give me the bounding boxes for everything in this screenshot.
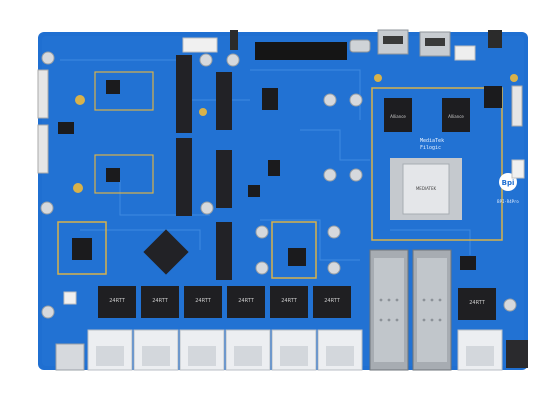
usb-a-port-tab xyxy=(383,36,403,44)
model-label: BPI-R4Pro xyxy=(497,199,519,204)
top-connectors xyxy=(182,29,502,61)
svg-text:24RTT: 24RTT xyxy=(109,298,125,304)
bottom-left-usb-port xyxy=(55,343,85,371)
sfp-cage-2 xyxy=(412,249,452,371)
left-white-connector xyxy=(63,291,77,305)
white-jst-connector xyxy=(182,37,218,53)
left-chip xyxy=(58,122,74,134)
chip-lower xyxy=(106,168,120,182)
m2-module-area-lower xyxy=(94,154,154,194)
reset-button xyxy=(230,30,238,50)
soc-label-line2: Filogic xyxy=(420,145,441,151)
ram-label-right: Alliance xyxy=(448,114,464,119)
sfp-chip xyxy=(460,256,476,270)
svg-text:24RTT: 24RTT xyxy=(324,298,340,304)
gpio-header xyxy=(255,42,347,60)
left-fpc-connector-2 xyxy=(37,124,49,174)
ram-chip-right xyxy=(442,98,470,132)
emmc-chip xyxy=(72,238,92,260)
m2-slot-5 xyxy=(216,222,232,280)
svg-text:24RTT: 24RTT xyxy=(469,300,485,306)
m2-slot-3 xyxy=(216,72,232,130)
gold-outline-upper xyxy=(94,71,154,111)
emmc-module xyxy=(57,221,107,275)
m2-slot-4 xyxy=(216,150,232,208)
svg-text:24RTT: 24RTT xyxy=(195,298,211,304)
left-fpc-connector xyxy=(37,69,49,119)
m2-slot-1 xyxy=(176,55,192,133)
side-chip xyxy=(484,86,502,108)
center-chip-1 xyxy=(262,88,278,110)
phy-chip xyxy=(288,248,306,266)
ram-label-left: Alliance xyxy=(390,114,406,119)
m2-module-area-upper xyxy=(94,71,154,111)
right-white-connector xyxy=(511,159,525,179)
m2-slot-2 xyxy=(176,138,192,216)
soc-die xyxy=(402,163,450,215)
bottom-right-dc-jack xyxy=(506,340,528,368)
magnetics-row xyxy=(98,286,496,320)
soc-chip-label: MEDIATEK xyxy=(416,186,437,191)
center-chip-2 xyxy=(268,160,280,176)
phy-module xyxy=(271,221,317,279)
usb-a-port-2-tab xyxy=(425,38,445,46)
chip-upper xyxy=(106,80,120,94)
brand-label: Bpi xyxy=(502,179,515,187)
svg-text:24RTT: 24RTT xyxy=(152,298,168,304)
standoffs xyxy=(40,51,517,319)
soc-label-line1: MediaTek xyxy=(420,138,444,144)
svg-text:24RTT: 24RTT xyxy=(281,298,297,304)
right-fpc-connector xyxy=(511,85,523,127)
top-right-header xyxy=(488,30,502,48)
svg-text:24RTT: 24RTT xyxy=(238,298,254,304)
magnetics-labels: 24RTT 24RTT 24RTT 24RTT 24RTT 24RTT 24RT… xyxy=(109,298,485,306)
sfp-cage-1 xyxy=(369,249,409,371)
usb-c-port xyxy=(349,39,371,53)
gold-outline-lower xyxy=(94,154,154,194)
soc-area-outline xyxy=(371,87,503,241)
ram-chip-left xyxy=(384,98,412,132)
power-connector xyxy=(454,45,476,61)
rj45-openings xyxy=(96,346,494,366)
switch-chip xyxy=(143,229,189,275)
gold-mounting-holes xyxy=(73,74,518,193)
center-chip-3 xyxy=(248,185,260,197)
